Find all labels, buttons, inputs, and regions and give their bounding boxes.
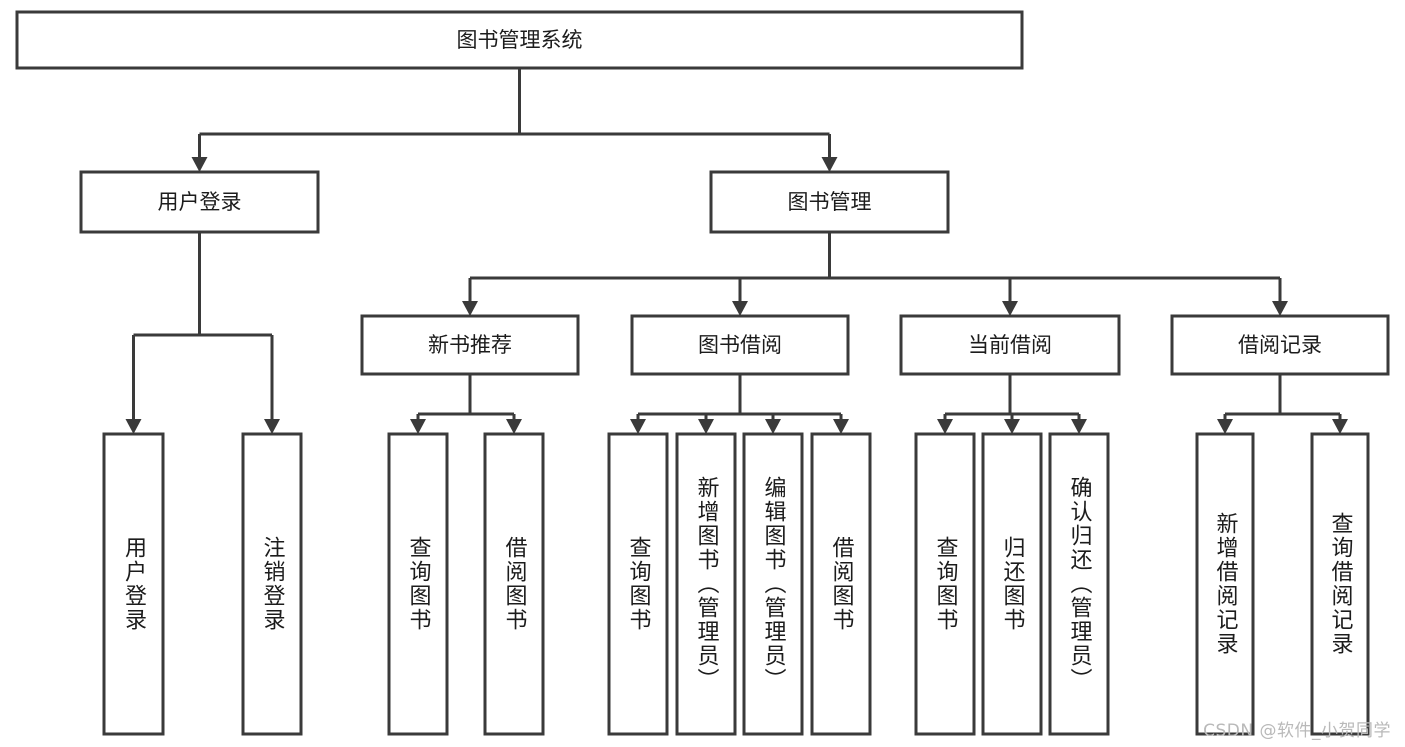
leaf-box-4[interactable] bbox=[607, 432, 669, 736]
level3-box-1[interactable] bbox=[630, 314, 850, 376]
leaf-box-1[interactable] bbox=[241, 432, 303, 736]
user-login-drop-0-arrowhead bbox=[125, 419, 142, 434]
level2-drop-1-arrowhead bbox=[821, 157, 838, 172]
edges-layer bbox=[125, 68, 1348, 434]
book-borrow-drop-1-arrowhead bbox=[698, 419, 714, 434]
level3-label-2: 当前借阅 bbox=[968, 333, 1052, 357]
root-box-0[interactable] bbox=[15, 10, 1024, 70]
level3-drop-0-arrowhead bbox=[462, 301, 478, 316]
level3-box-3[interactable] bbox=[1170, 314, 1390, 376]
new-book-drop-0-arrowhead bbox=[410, 419, 426, 434]
level2-box-1[interactable] bbox=[709, 170, 950, 234]
csdn-watermark: CSDN @软件_小贺同学 bbox=[1203, 721, 1391, 741]
borrow-record-drop-0-arrowhead bbox=[1217, 419, 1233, 434]
root-label-0: 图书管理系统 bbox=[457, 28, 583, 52]
current-borrow-drop-2-arrowhead bbox=[1071, 419, 1087, 434]
level3-label-1: 图书借阅 bbox=[698, 333, 782, 357]
leaf-box-12[interactable] bbox=[1310, 432, 1370, 736]
new-book-drop-1-arrowhead bbox=[506, 419, 522, 434]
level2-box-0[interactable] bbox=[79, 170, 320, 234]
book-borrow-drop-0-arrowhead bbox=[630, 419, 646, 434]
book-borrow-drop-2-arrowhead bbox=[765, 419, 781, 434]
user-login-drop-1-arrowhead bbox=[264, 419, 280, 434]
level3-label-0: 新书推荐 bbox=[428, 333, 512, 357]
book-borrow-drop-3-arrowhead bbox=[833, 419, 849, 434]
leaf-box-9[interactable] bbox=[981, 432, 1043, 736]
boxes-layer bbox=[15, 10, 1390, 736]
leaf-box-10[interactable] bbox=[1048, 432, 1110, 736]
leaf-box-0[interactable] bbox=[102, 432, 165, 736]
leaf-box-5[interactable] bbox=[675, 432, 737, 736]
level3-drop-2-arrowhead bbox=[1002, 301, 1018, 316]
level3-drop-1-arrowhead bbox=[732, 301, 748, 316]
leaf-box-8[interactable] bbox=[914, 432, 976, 736]
leaf-box-2[interactable] bbox=[387, 432, 449, 736]
level2-label-1: 图书管理 bbox=[788, 190, 872, 214]
leaf-box-7[interactable] bbox=[810, 432, 872, 736]
level3-drop-3-arrowhead bbox=[1272, 301, 1288, 316]
level3-box-0[interactable] bbox=[360, 314, 580, 376]
leaf-box-6[interactable] bbox=[742, 432, 804, 736]
level2-label-0: 用户登录 bbox=[158, 190, 242, 214]
level2-drop-0-arrowhead bbox=[191, 157, 208, 172]
current-borrow-drop-1-arrowhead bbox=[1004, 419, 1020, 434]
leaf-box-11[interactable] bbox=[1195, 432, 1255, 736]
borrow-record-drop-1-arrowhead bbox=[1332, 419, 1348, 434]
level3-box-2[interactable] bbox=[899, 314, 1121, 376]
current-borrow-drop-0-arrowhead bbox=[937, 419, 953, 434]
level3-label-3: 借阅记录 bbox=[1238, 333, 1322, 357]
leaf-box-3[interactable] bbox=[483, 432, 545, 736]
